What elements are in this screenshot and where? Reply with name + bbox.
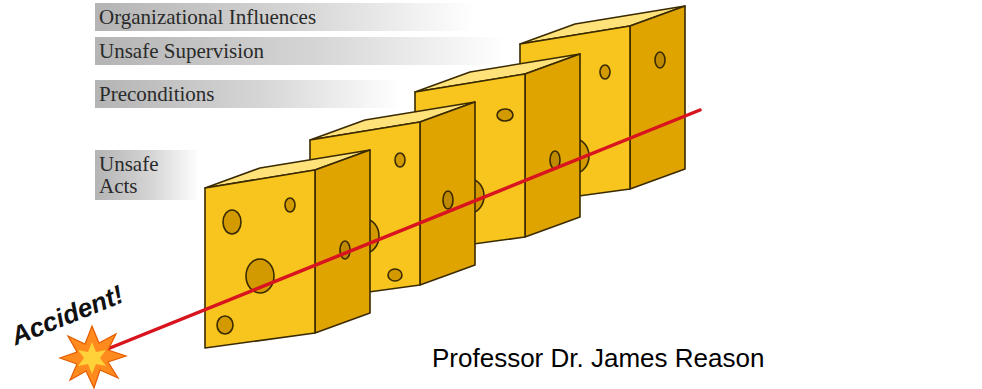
layer-name: Organizational Influences [99, 6, 316, 28]
author-credit: Professor Dr. James Reason [432, 343, 764, 374]
layer-name: Unsafe Acts [99, 153, 169, 197]
layer-band: Organizational Influences [95, 3, 475, 31]
layer-band: Unsafe Acts [95, 150, 200, 200]
layer-band: Preconditions [95, 80, 400, 108]
layer-name: Unsafe Supervision [99, 40, 264, 62]
layer-name: Preconditions [99, 83, 215, 105]
layer-band: Unsafe Supervision [95, 37, 505, 65]
